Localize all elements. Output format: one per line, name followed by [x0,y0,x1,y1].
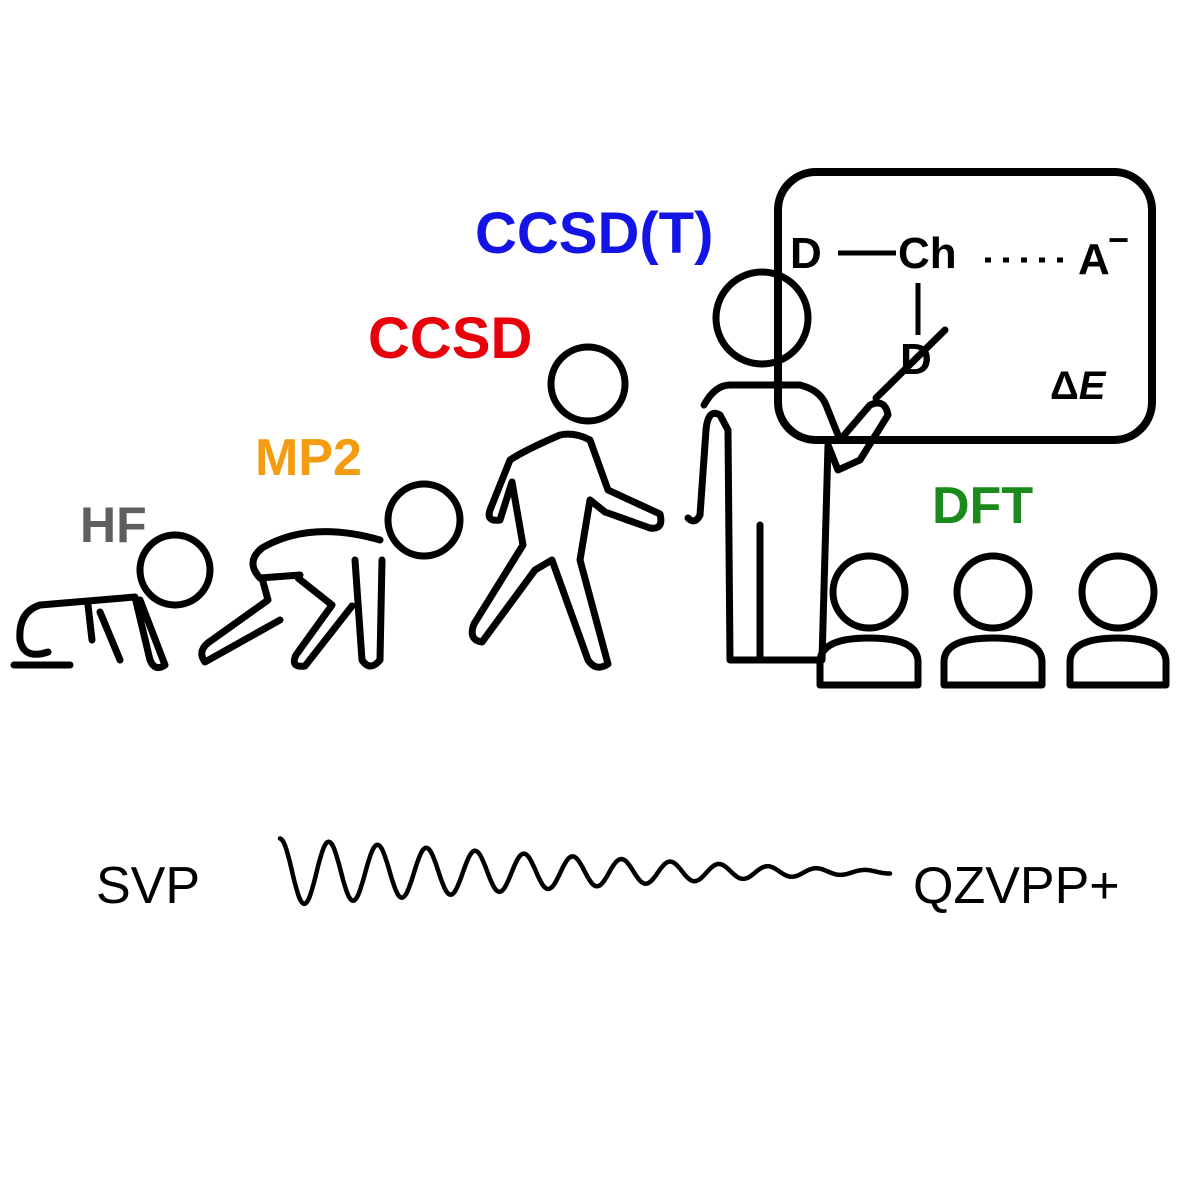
board-energy-symbol: E [1078,364,1106,408]
label-mp2: MP2 [255,429,362,487]
board-donor-bottom: D [900,335,932,384]
baby-body [36,593,169,672]
crawler-figure [198,480,464,670]
board-acceptor: A [1078,235,1110,284]
board-charge: − [1108,219,1130,260]
label-hf: HF [80,497,147,553]
walker-head [547,343,629,425]
teacher-figure [684,268,949,664]
board-center: Ch [898,229,957,278]
crawler-head [384,480,464,560]
audience [816,552,1170,689]
walker-figure [468,343,665,671]
teacher-head [712,268,812,368]
board-delta: Δ [1050,364,1079,408]
crawler-body [249,528,384,582]
basis-left: SVP [96,857,201,915]
label-dft: DFT [932,477,1034,535]
baby-figure [10,531,214,672]
whiteboard-frame [774,168,1156,444]
board-energy: ΔE [1050,366,1105,406]
label-ccsd-t: CCSD(T) [475,201,714,266]
board-donor-left: D [790,229,822,278]
student-3 [1066,552,1170,689]
student-2 [940,552,1046,689]
basis-right: QZVPP+ [913,857,1120,915]
convergence-wave [277,836,893,907]
teacher-body [684,381,892,664]
walker-body [468,430,665,671]
student-1 [816,552,922,689]
baby-head [136,531,214,609]
label-ccsd: CCSD [368,306,533,371]
whiteboard [774,168,1156,444]
